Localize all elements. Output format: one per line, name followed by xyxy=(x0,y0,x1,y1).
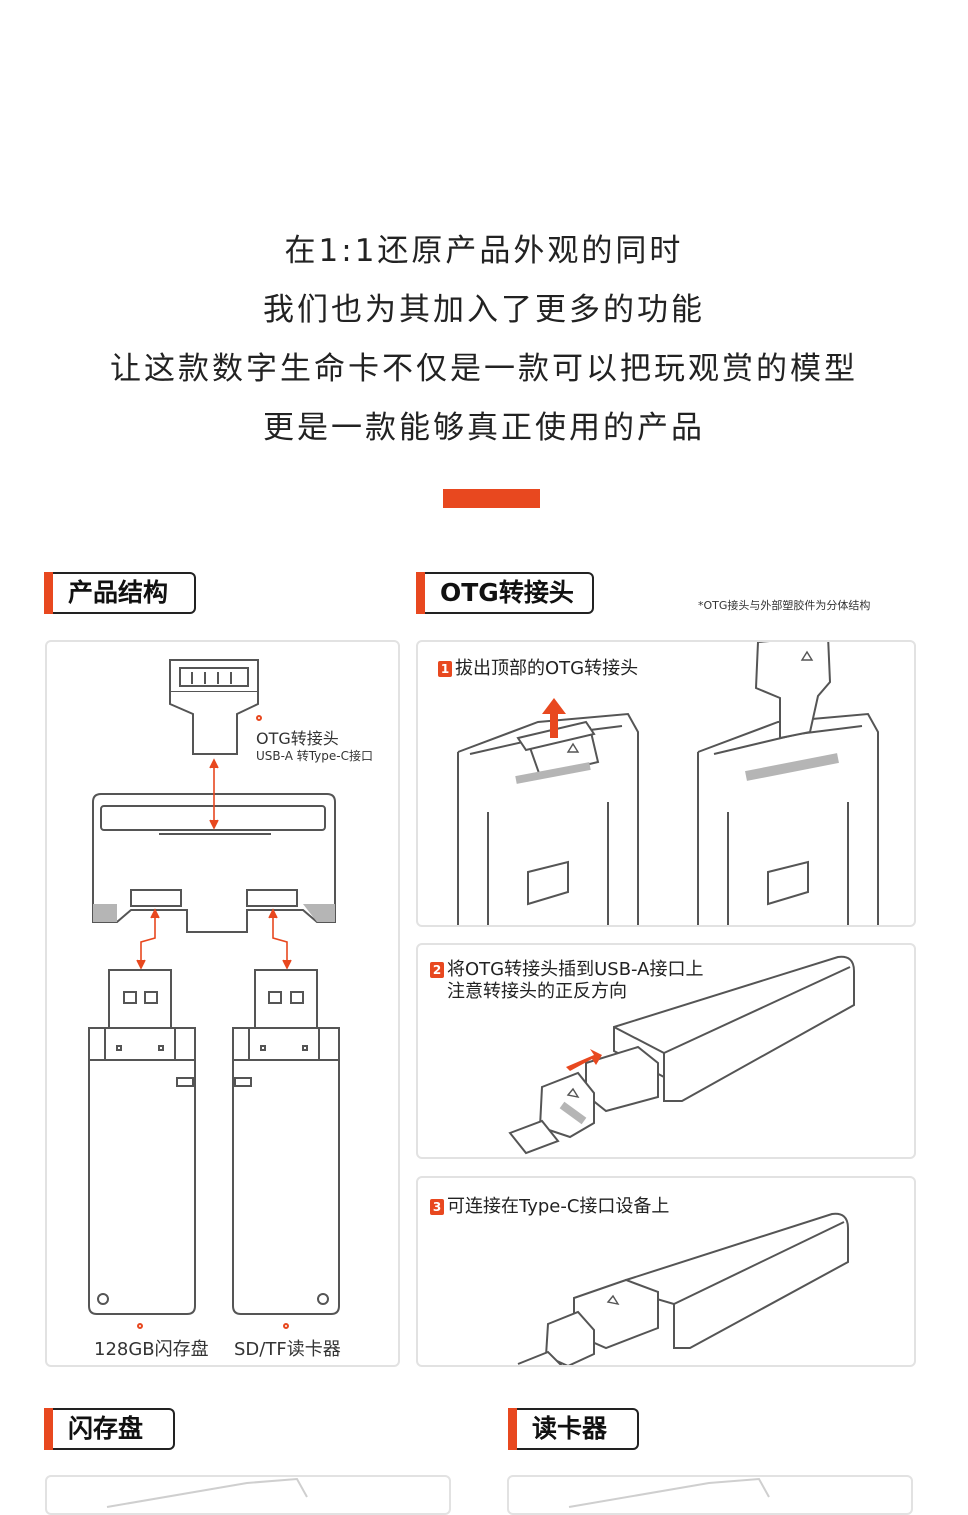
tag-flash: 闪存盘 xyxy=(44,1408,175,1450)
structure-diagram xyxy=(88,659,340,1315)
flash-preview-drawing xyxy=(106,1477,308,1508)
panel-structure: OTG转接头 USB-A 转Type-C接口 128GB闪存盘 SD/TF读卡器 xyxy=(45,640,400,1367)
intro-text: 在1:1还原产品外观的同时 我们也为其加入了更多的功能 让这款数字生命卡不仅是一… xyxy=(0,222,968,458)
reader-preview-drawing xyxy=(568,1477,770,1508)
otg-marker-dot xyxy=(256,715,262,721)
step-3-number: 3 xyxy=(430,1199,444,1215)
otg-note: *OTG接头与外部塑胶件为分体结构 xyxy=(698,599,871,612)
tag-flash-title: 闪存盘 xyxy=(68,1414,144,1443)
reader-label: SD/TF读卡器 xyxy=(234,1339,341,1360)
step-1-drawing xyxy=(457,642,879,925)
intro-line-4: 更是一款能够真正使用的产品 xyxy=(263,410,705,446)
tag-otg-title: OTG转接头 xyxy=(440,578,574,607)
step-1-number: 1 xyxy=(438,661,452,677)
step-2-label: 将OTG转接头插到USB-A接口上 xyxy=(447,959,704,980)
tag-structure: 产品结构 xyxy=(44,572,196,614)
tag-structure-title: 产品结构 xyxy=(68,578,169,607)
intro-line-2: 我们也为其加入了更多的功能 xyxy=(263,292,705,328)
step-2-number: 2 xyxy=(430,962,444,978)
flash-label: 128GB闪存盘 xyxy=(94,1339,209,1360)
intro-line-1: 在1:1还原产品外观的同时 xyxy=(284,233,684,269)
card-reader-drawing xyxy=(232,969,340,1315)
tag-reader: 读卡器 xyxy=(508,1408,639,1450)
tag-reader-title: 读卡器 xyxy=(532,1414,608,1443)
otg-label: OTG转接头 xyxy=(256,729,339,748)
intro-line-3: 让这款数字生命卡不仅是一款可以把玩观赏的模型 xyxy=(110,351,858,387)
flash-marker-dot xyxy=(137,1323,143,1329)
step-3-drawing xyxy=(517,1212,849,1365)
step-2-drawing xyxy=(508,955,855,1155)
step-2-subtext: 注意转接头的正反方向 xyxy=(447,981,627,1002)
otg-connector-drawing xyxy=(169,659,259,755)
panel-reader xyxy=(507,1475,913,1515)
card-body-drawing xyxy=(92,793,336,933)
tag-stripe xyxy=(508,1408,517,1450)
structure-arrows xyxy=(136,758,292,970)
step-3-label: 可连接在Type-C接口设备上 xyxy=(447,1196,670,1217)
panel-flash xyxy=(45,1475,451,1515)
flash-drive-drawing xyxy=(88,969,196,1315)
tag-stripe xyxy=(44,572,53,614)
tag-stripe xyxy=(416,572,425,614)
otg-sub-label: USB-A 转Type-C接口 xyxy=(256,749,373,763)
reader-marker-dot xyxy=(283,1323,289,1329)
accent-divider xyxy=(443,489,540,508)
tag-otg: OTG转接头 xyxy=(416,572,594,614)
step-1-label: 拔出顶部的OTG转接头 xyxy=(455,658,639,679)
tag-stripe xyxy=(44,1408,53,1450)
